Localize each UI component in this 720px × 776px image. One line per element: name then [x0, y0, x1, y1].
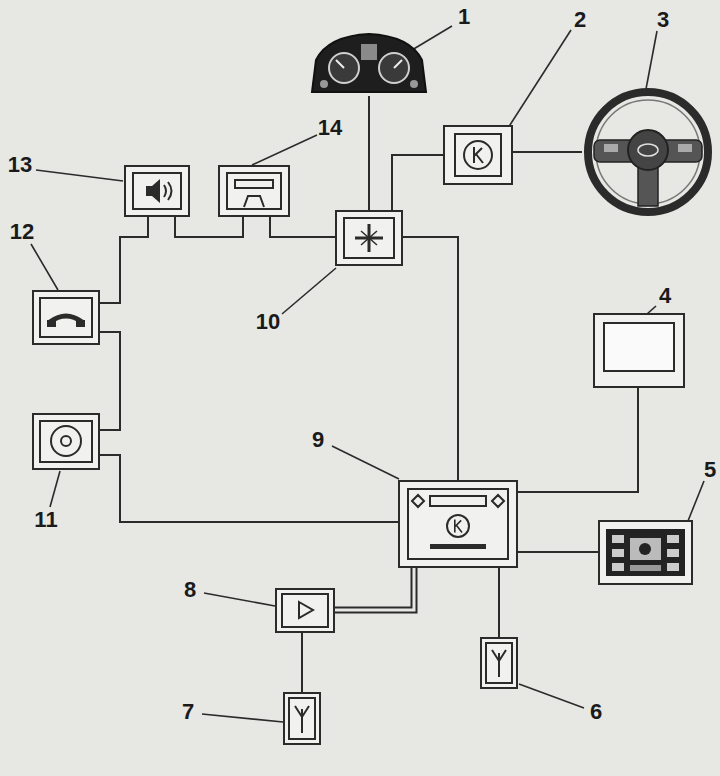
wire-connector: [100, 332, 120, 430]
head-unit-icon: [400, 482, 516, 566]
wire-line: [100, 455, 398, 522]
wire-line: [518, 551, 598, 553]
callout-number: 13: [8, 154, 32, 176]
antenna: 6: [480, 637, 518, 689]
callout-number: 11: [34, 509, 57, 531]
callout-number: 6: [590, 701, 602, 723]
callout-number: 5: [704, 459, 716, 481]
wire-gap: [335, 568, 414, 610]
wire-connector: [100, 217, 148, 303]
callout-number: 8: [184, 579, 196, 601]
gateway-box-icon: [337, 212, 401, 264]
leader-line: [519, 684, 584, 708]
callout-number: 14: [318, 117, 342, 139]
antenna-icon: [285, 694, 319, 743]
display-screen-icon: [595, 315, 683, 386]
control-panel-icon: [600, 522, 691, 583]
gateway-box: 10: [335, 210, 403, 266]
control-box-icon: [445, 127, 511, 183]
wire-line: [301, 633, 303, 692]
leader-line: [332, 446, 399, 479]
leader-line: [282, 268, 336, 314]
wire-connector: [403, 237, 458, 480]
wire-connector: [270, 217, 335, 237]
leader-line: [204, 593, 275, 606]
control-panel: 5: [598, 520, 693, 585]
wire-line: [498, 568, 500, 637]
leader-line: [31, 244, 58, 290]
callout-number: 1: [458, 6, 470, 28]
wire-connector: [175, 217, 243, 237]
antenna: 7: [283, 692, 321, 745]
leader-line: [646, 31, 657, 89]
leader-line: [252, 135, 317, 165]
wire-line: [392, 155, 443, 210]
wire-line: [175, 217, 243, 237]
amplifier: 8: [275, 588, 335, 633]
wire-line: [335, 568, 414, 610]
head-unit: 9: [398, 480, 518, 568]
leader-group: [31, 26, 704, 722]
wire-line: [270, 217, 335, 237]
leader-line: [50, 471, 60, 507]
wire-line: [518, 388, 638, 492]
leader-line: [412, 26, 452, 50]
callout-number: 7: [182, 701, 194, 723]
callout-number: 12: [10, 221, 34, 243]
leader-line: [36, 170, 123, 181]
wire-line: [403, 237, 458, 480]
callout-number: 4: [659, 285, 671, 307]
wire-line: [100, 217, 148, 303]
leader-line: [202, 714, 283, 722]
callout-number: 2: [574, 9, 586, 31]
callout-number: 3: [657, 9, 669, 31]
wire-connector: [100, 455, 398, 522]
instrument-cluster: 1: [308, 30, 430, 96]
wire-line: [513, 151, 582, 153]
steering-wheel: 3: [582, 86, 714, 218]
sound-box: 13: [124, 165, 190, 217]
drive-box-icon: [220, 167, 288, 215]
wire-line: [368, 96, 370, 210]
wire-connector: [499, 568, 500, 637]
callout-number: 9: [312, 429, 324, 451]
sound-box-icon: [126, 167, 188, 215]
wire-connector: [369, 96, 370, 210]
steering-wheel-icon: [582, 86, 714, 218]
cd-changer: 11: [32, 413, 100, 470]
control-box: 2: [443, 125, 513, 185]
phone-box: 12: [32, 290, 100, 345]
wire-connector: [518, 388, 638, 492]
wire-connector: [518, 552, 598, 553]
cd-changer-icon: [34, 415, 98, 468]
callout-number: 10: [256, 311, 280, 333]
antenna-icon: [482, 639, 516, 687]
instrument-cluster-icon: [308, 30, 430, 96]
drive-box: 14: [218, 165, 290, 217]
wire-line: [100, 332, 120, 430]
wire-connector: [302, 633, 303, 692]
wire-connector: [392, 155, 443, 210]
leader-line: [508, 30, 571, 128]
phone-box-icon: [34, 292, 98, 343]
amplifier-icon: [277, 590, 333, 631]
wire-connector: [335, 568, 414, 610]
wire-connector: [513, 152, 582, 153]
display-screen: 4: [593, 313, 685, 388]
leader-line: [688, 481, 704, 521]
